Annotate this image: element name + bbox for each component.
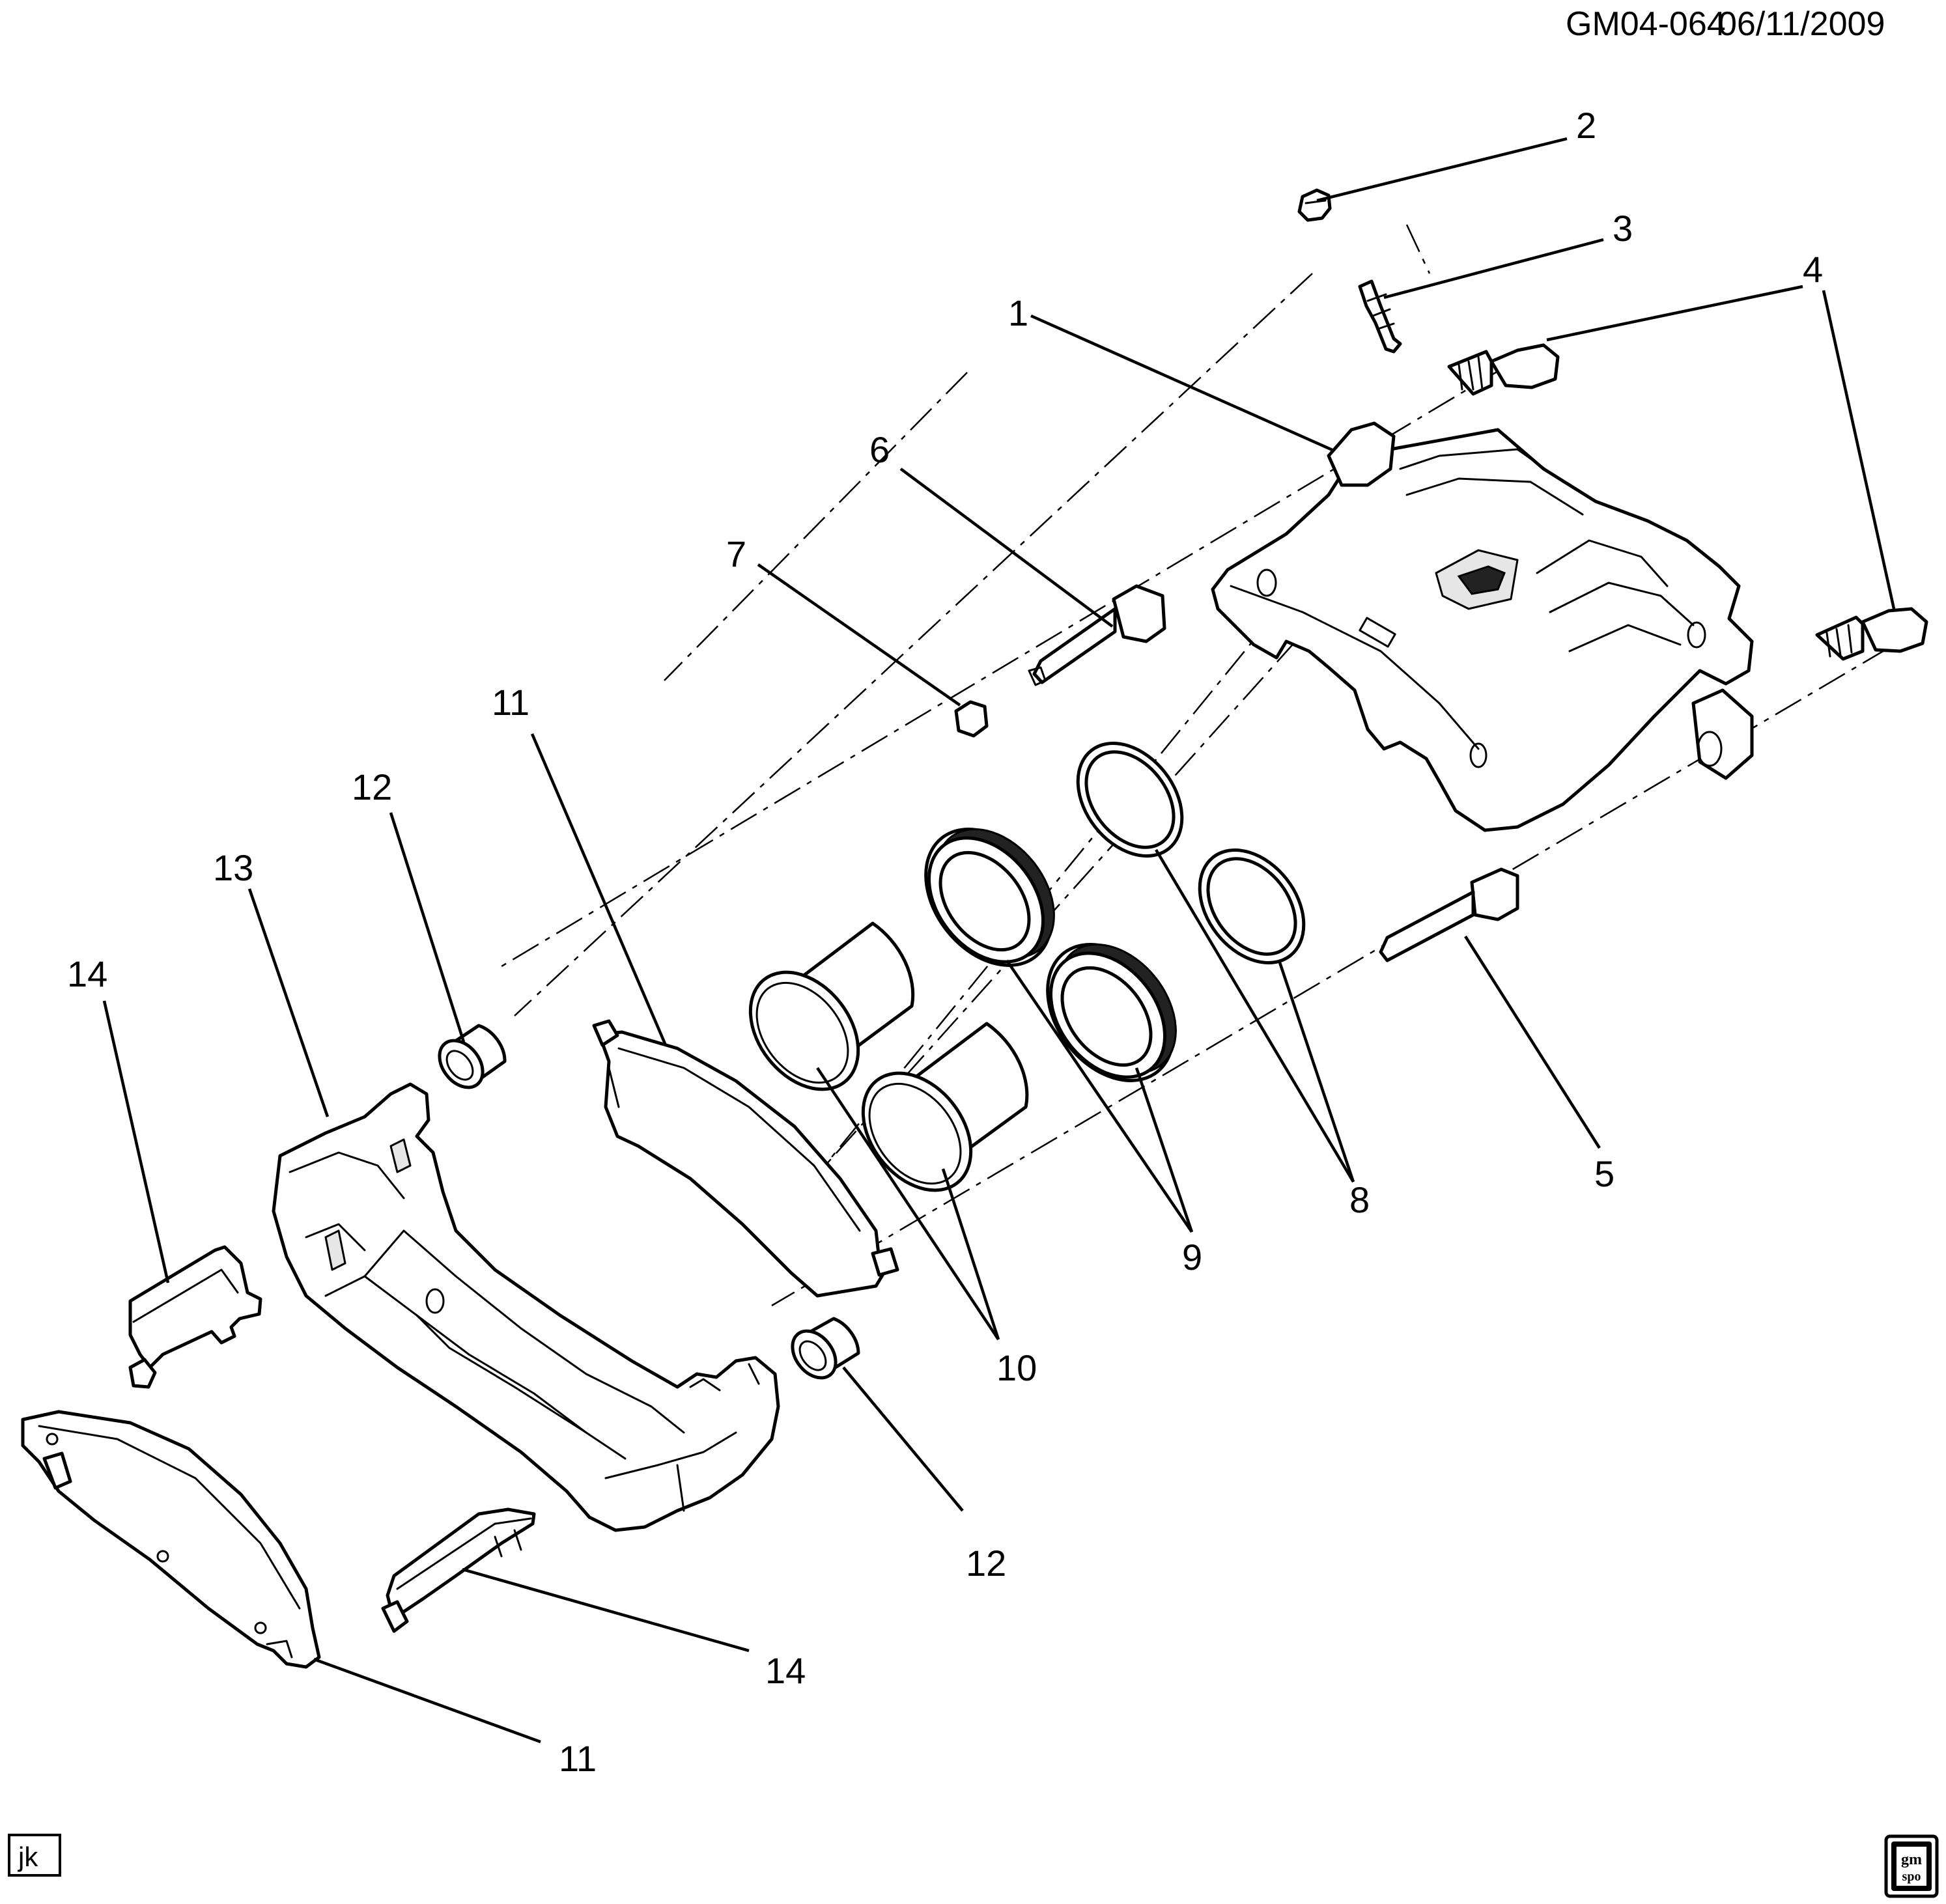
piston-seal-lower [1198,848,1306,964]
callout-13: 13 [213,847,253,888]
callout-10: 10 [996,1347,1037,1388]
diagram-date: 06/11/2009 [1718,5,1885,43]
initials-box: jk [8,1834,61,1877]
callout-14-lower: 14 [765,1650,806,1691]
slide-bushing-upper [438,1024,507,1089]
callout-8: 8 [1349,1179,1370,1220]
callout-11-inner-pad: 11 [492,682,529,723]
mounting-bolt-upper [1447,343,1560,396]
piston-boot-lower [1046,943,1177,1082]
caliper-housing [1211,421,1754,832]
leader-lines [102,137,1896,1744]
initials-text: jk [17,1841,38,1872]
callout-numbers: 1 2 3 4 5 6 7 8 9 10 11 11 12 12 13 14 1… [67,105,1823,1779]
pad-spring-clip-lower [381,1507,536,1633]
guide-pin-long [1379,867,1519,962]
callout-12-lower: 12 [966,1543,1006,1584]
callout-12-upper: 12 [352,766,392,807]
piston-lower [861,1022,1029,1192]
diagram-header: GM04-064 06/11/2009 [1566,5,1885,43]
pin-boot-cap [954,700,989,738]
pad-spring-clip-upper [128,1245,262,1389]
callout-14-upper: 14 [67,953,107,994]
piston-upper [748,921,915,1091]
bleeder-cap [1297,188,1332,222]
gm-spo-logo: gm spo [1884,1834,1939,1898]
callout-11-outer-pad: 11 [559,1738,597,1779]
callout-2: 2 [1576,105,1596,146]
callout-9: 9 [1182,1237,1202,1278]
piston-boot-upper [924,828,1055,967]
callout-6: 6 [869,429,890,470]
bleeder-valve [1358,279,1402,354]
brake-pad-inner [592,1019,899,1298]
slide-bushing-lower [791,1317,860,1380]
mounting-bolt-lower [1815,607,1928,661]
caliper-mounting-bracket [272,1082,780,1532]
logo-spo-text: spo [1902,1869,1921,1884]
callout-4: 4 [1803,249,1823,290]
brake-pad-outer [21,1410,321,1669]
callout-1: 1 [1008,292,1028,333]
callout-3: 3 [1613,208,1633,249]
callout-5: 5 [1594,1153,1615,1194]
diagram-code: GM04-064 [1566,5,1726,43]
callout-7: 7 [726,533,746,574]
logo-gm-text: gm [1901,1851,1922,1868]
guide-pin-short [1028,584,1166,686]
piston-seal-upper [1076,742,1184,858]
